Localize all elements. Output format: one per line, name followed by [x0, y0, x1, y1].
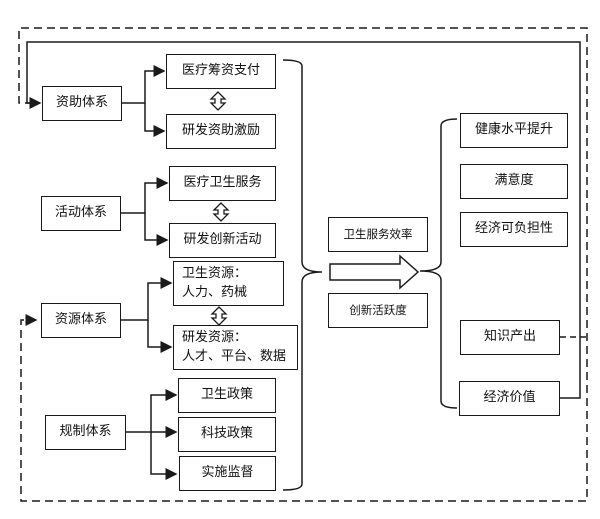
middle-service-efficiency: 卫生服务效率: [328, 217, 428, 252]
child-rd-resources: 研发资源： 人才、平台、数据: [173, 325, 298, 370]
left-brace: [282, 59, 323, 491]
right-brace: [419, 118, 458, 409]
child-implementation-supervision: 实施监督: [179, 456, 276, 491]
double-arrow-icon: [209, 91, 227, 111]
child-tech-policy: 科技政策: [178, 417, 276, 452]
child-health-resources: 卫生资源： 人力、药械: [173, 261, 284, 306]
outcome-knowledge-output: 知识产出: [460, 320, 560, 355]
system-activity: 活动体系: [41, 196, 121, 231]
child-health-policy: 卫生政策: [178, 378, 276, 413]
system-funding: 资助体系: [42, 86, 122, 121]
middle-innovation-activity: 创新活跃度: [328, 293, 428, 328]
child-rd-funding: 研发资助激励: [166, 114, 276, 149]
double-arrow-icon: [210, 306, 228, 326]
child-medical-financing: 医疗筹资支付: [166, 54, 276, 89]
system-regulation: 规制体系: [45, 415, 126, 450]
solid-feedback-loop: [26, 41, 581, 399]
outcome-health-level: 健康水平提升: [460, 113, 568, 148]
dashed-feedback-loop: [18, 27, 588, 502]
outcome-affordability: 经济可负担性: [460, 212, 568, 247]
system-resource: 资源体系: [41, 303, 121, 338]
child-health-services: 医疗卫生服务: [169, 166, 276, 201]
child-rd-innovation: 研发创新活动: [169, 223, 276, 258]
outcome-satisfaction: 满意度: [460, 164, 568, 199]
double-arrow-icon: [212, 202, 230, 222]
outcome-economic-value: 经济价值: [459, 381, 560, 416]
big-arrow: [329, 254, 420, 290]
